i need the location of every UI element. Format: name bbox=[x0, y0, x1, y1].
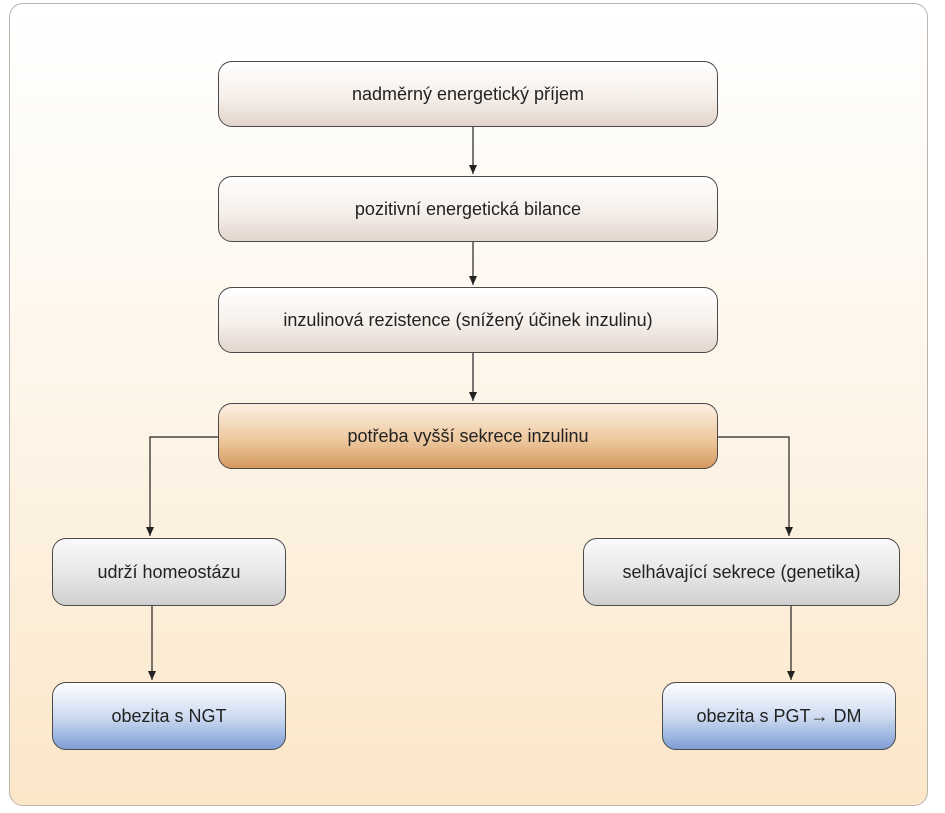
node-label: selhávající sekrece (genetika) bbox=[622, 561, 861, 582]
node-label: udrží homeostázu bbox=[97, 561, 241, 582]
node-obesity-pgt-dm: obezita s PGT→ DM bbox=[662, 682, 896, 750]
node-label: potřeba vyšší sekrece inzulinu bbox=[347, 425, 589, 446]
node-positive-energy-balance: pozitivní energetická bilance bbox=[218, 176, 718, 242]
arrow-need-to-homeostasis bbox=[146, 436, 218, 536]
node-label: nadměrný energetický příjem bbox=[351, 83, 585, 104]
node-label: pozitivní energetická bilance bbox=[354, 198, 582, 219]
node-excess-energy-intake: nadměrný energetický příjem bbox=[218, 61, 718, 127]
node-failing-secretion: selhávající sekrece (genetika) bbox=[583, 538, 900, 606]
node-obesity-ngt: obezita s NGT bbox=[52, 682, 286, 750]
node-insulin-resistance: inzulinová rezistence (snížený účinek in… bbox=[218, 287, 718, 353]
node-label: obezita s NGT bbox=[111, 705, 227, 726]
node-maintains-homeostasis: udrží homeostázu bbox=[52, 538, 286, 606]
node-label: inzulinová rezistence (snížený účinek in… bbox=[283, 309, 653, 330]
node-label: obezita s PGT→ DM bbox=[696, 705, 862, 726]
arrow-need-to-failing bbox=[718, 436, 793, 536]
node-higher-insulin-secretion-need: potřeba vyšší sekrece inzulinu bbox=[218, 403, 718, 469]
